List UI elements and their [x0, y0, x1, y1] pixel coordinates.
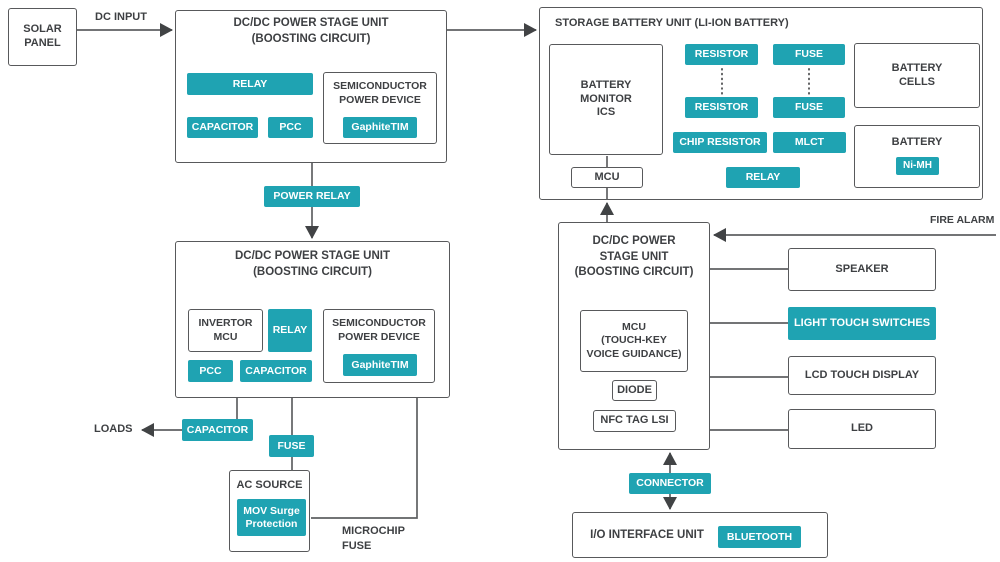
mov-surge-protection-tag: MOV Surge Protection: [237, 499, 306, 536]
boost-unit-1-title: DC/DC POWER STAGE UNIT (BOOSTING CIRCUIT…: [233, 17, 389, 45]
storage-battery-unit-title: STORAGE BATTERY UNIT (LI-ION BATTERY): [555, 17, 789, 29]
mcu-touchkey-box: MCU (TOUCH-KEY VOICE GUIDANCE): [580, 310, 688, 372]
light-touch-switches-tag: LIGHT TOUCH SWITCHES: [788, 307, 936, 340]
fire-alarm-label: FIRE ALARM: [930, 214, 995, 226]
capacitor-tag-3: CAPACITOR: [182, 419, 253, 441]
pcc-tag-1: PCC: [268, 117, 313, 138]
solar-panel-box: SOLAR PANEL: [8, 8, 77, 66]
boost-unit-2-title: DC/DC POWER STAGE UNIT (BOOSTING CIRCUIT…: [234, 250, 391, 278]
capacitor-tag-2: CAPACITOR: [240, 360, 312, 382]
mlct-tag: MLCT: [773, 132, 846, 153]
battery-cells-box: BATTERY CELLS: [854, 43, 980, 108]
semiconductor-power-device-1-title: SEMICONDUCTOR POWER DEVICE: [333, 80, 427, 107]
capacitor-tag-1: CAPACITOR: [187, 117, 258, 138]
graphite-tim-tag-1: GaphiteTIM: [343, 117, 417, 138]
power-relay-tag: POWER RELAY: [264, 186, 360, 207]
fuse-tag-1: FUSE: [773, 44, 845, 65]
pcc-tag-2: PCC: [188, 360, 233, 382]
resistor-tag-1: RESISTOR: [685, 44, 758, 65]
loads-label: LOADS: [94, 423, 133, 435]
nfc-tag-lsi-box: NFC TAG LSI: [593, 410, 676, 432]
semiconductor-power-device-2-title: SEMICONDUCTOR POWER DEVICE: [332, 317, 426, 344]
relay-tag-1: RELAY: [187, 73, 313, 95]
relay-tag-3: RELAY: [726, 167, 800, 188]
invertor-mcu-box: INVERTOR MCU: [188, 309, 263, 352]
diode-box: DIODE: [612, 380, 657, 401]
fuse-tag-2: FUSE: [773, 97, 845, 118]
resistor-tag-2: RESISTOR: [685, 97, 758, 118]
battery-label: BATTERY: [891, 136, 943, 148]
connector-tag: CONNECTOR: [629, 473, 711, 494]
speaker-box: SPEAKER: [788, 248, 936, 291]
io-interface-unit-title: I/O INTERFACE UNIT: [590, 529, 704, 541]
relay-tag-2: RELAY: [268, 309, 312, 352]
line-boost2-to-acsource-microchip-fuse: [311, 398, 418, 519]
microchip-fuse-label: MICROCHIP FUSE: [342, 525, 405, 552]
battery-nimh-box: [854, 125, 980, 188]
ni-mh-tag: Ni-MH: [896, 157, 939, 175]
bluetooth-tag: BLUETOOTH: [718, 526, 801, 548]
graphite-tim-tag-2: GaphiteTIM: [343, 354, 417, 376]
boost-unit-3-title: DC/DC POWER STAGE UNIT (BOOSTING CIRCUIT…: [574, 235, 694, 279]
fuse-tag-main: FUSE: [269, 435, 314, 457]
lcd-touch-display-box: LCD TOUCH DISPLAY: [788, 356, 936, 395]
ac-source-title: AC SOURCE: [236, 479, 303, 491]
chip-resistor-tag: CHIP RESISTOR: [673, 132, 767, 153]
led-box: LED: [788, 409, 936, 449]
storage-mcu-box: MCU: [571, 167, 643, 188]
battery-monitor-ics-box: BATTERY MONITOR ICS: [549, 44, 663, 155]
dc-input-label: DC INPUT: [95, 11, 147, 23]
